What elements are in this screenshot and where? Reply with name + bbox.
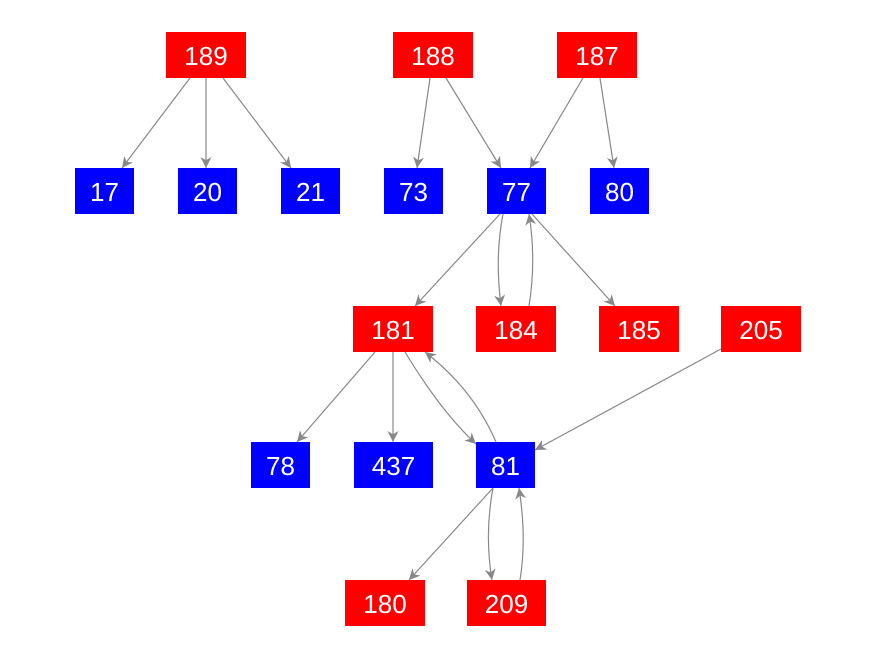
node-label-17: 17 [90, 177, 119, 207]
nodes-layer: 189 188 187 17 20 21 73 77 80 181 184 185 205 78 437 81… [75, 32, 801, 626]
node-437: 437 [354, 442, 433, 488]
edge-77-to-184 [494, 213, 506, 307]
node-box-437 [354, 442, 433, 488]
node-box-81 [476, 442, 535, 488]
node-label-184: 184 [494, 315, 537, 345]
node-box-180 [345, 580, 425, 626]
edge-77-to-181 [414, 213, 501, 307]
node-label-78: 78 [266, 451, 295, 481]
edge-181-to-78 [296, 351, 376, 443]
node-189: 189 [166, 32, 246, 78]
node-label-81: 81 [491, 451, 520, 481]
node-77: 77 [487, 168, 546, 214]
edge-189-to-21 [222, 77, 292, 169]
edge-188-to-77 [445, 77, 502, 169]
edge-81-to-180 [408, 487, 494, 581]
edge-181-to-81 [404, 351, 477, 445]
node-box-189 [166, 32, 246, 78]
node-box-78 [251, 442, 310, 488]
node-label-189: 189 [184, 41, 227, 71]
node-label-73: 73 [399, 177, 428, 207]
edge-81-to-181 [424, 351, 497, 443]
node-81: 81 [476, 442, 535, 488]
edge-184-to-77 [525, 213, 537, 307]
edge-205-to-81 [534, 348, 722, 451]
node-box-185 [599, 306, 679, 352]
node-180: 180 [345, 580, 425, 626]
edge-188-to-73 [413, 77, 431, 169]
node-78: 78 [251, 442, 310, 488]
node-20: 20 [178, 168, 237, 214]
node-label-205: 205 [739, 315, 782, 345]
node-185: 185 [599, 306, 679, 352]
node-box-77 [487, 168, 546, 214]
node-label-20: 20 [193, 177, 222, 207]
node-label-21: 21 [296, 177, 325, 207]
node-80: 80 [590, 168, 649, 214]
edges-layer [121, 77, 722, 581]
node-label-180: 180 [363, 589, 406, 619]
node-label-181: 181 [371, 315, 414, 345]
edge-81-to-209 [484, 487, 496, 581]
node-box-188 [393, 32, 473, 78]
node-205: 205 [721, 306, 801, 352]
node-label-188: 188 [411, 41, 454, 71]
node-box-73 [384, 168, 443, 214]
node-label-80: 80 [605, 177, 634, 207]
node-box-205 [721, 306, 801, 352]
node-label-77: 77 [502, 177, 531, 207]
node-21: 21 [281, 168, 340, 214]
node-box-181 [353, 306, 433, 352]
node-187: 187 [557, 32, 637, 78]
node-73: 73 [384, 168, 443, 214]
node-label-187: 187 [575, 41, 618, 71]
node-box-209 [467, 580, 546, 626]
node-box-184 [476, 306, 556, 352]
node-box-80 [590, 168, 649, 214]
node-181: 181 [353, 306, 433, 352]
node-184: 184 [476, 306, 556, 352]
node-17: 17 [75, 168, 134, 214]
node-box-17 [75, 168, 134, 214]
node-box-20 [178, 168, 237, 214]
node-label-209: 209 [485, 589, 528, 619]
edge-189-to-17 [121, 77, 191, 169]
node-label-185: 185 [617, 315, 660, 345]
edge-77-to-185 [531, 213, 616, 307]
edge-187-to-80 [599, 77, 618, 169]
edge-209-to-81 [515, 487, 527, 581]
node-box-21 [281, 168, 340, 214]
node-209: 209 [467, 580, 546, 626]
node-box-187 [557, 32, 637, 78]
node-188: 188 [393, 32, 473, 78]
node-label-437: 437 [372, 451, 415, 481]
edge-187-to-77 [529, 77, 584, 169]
